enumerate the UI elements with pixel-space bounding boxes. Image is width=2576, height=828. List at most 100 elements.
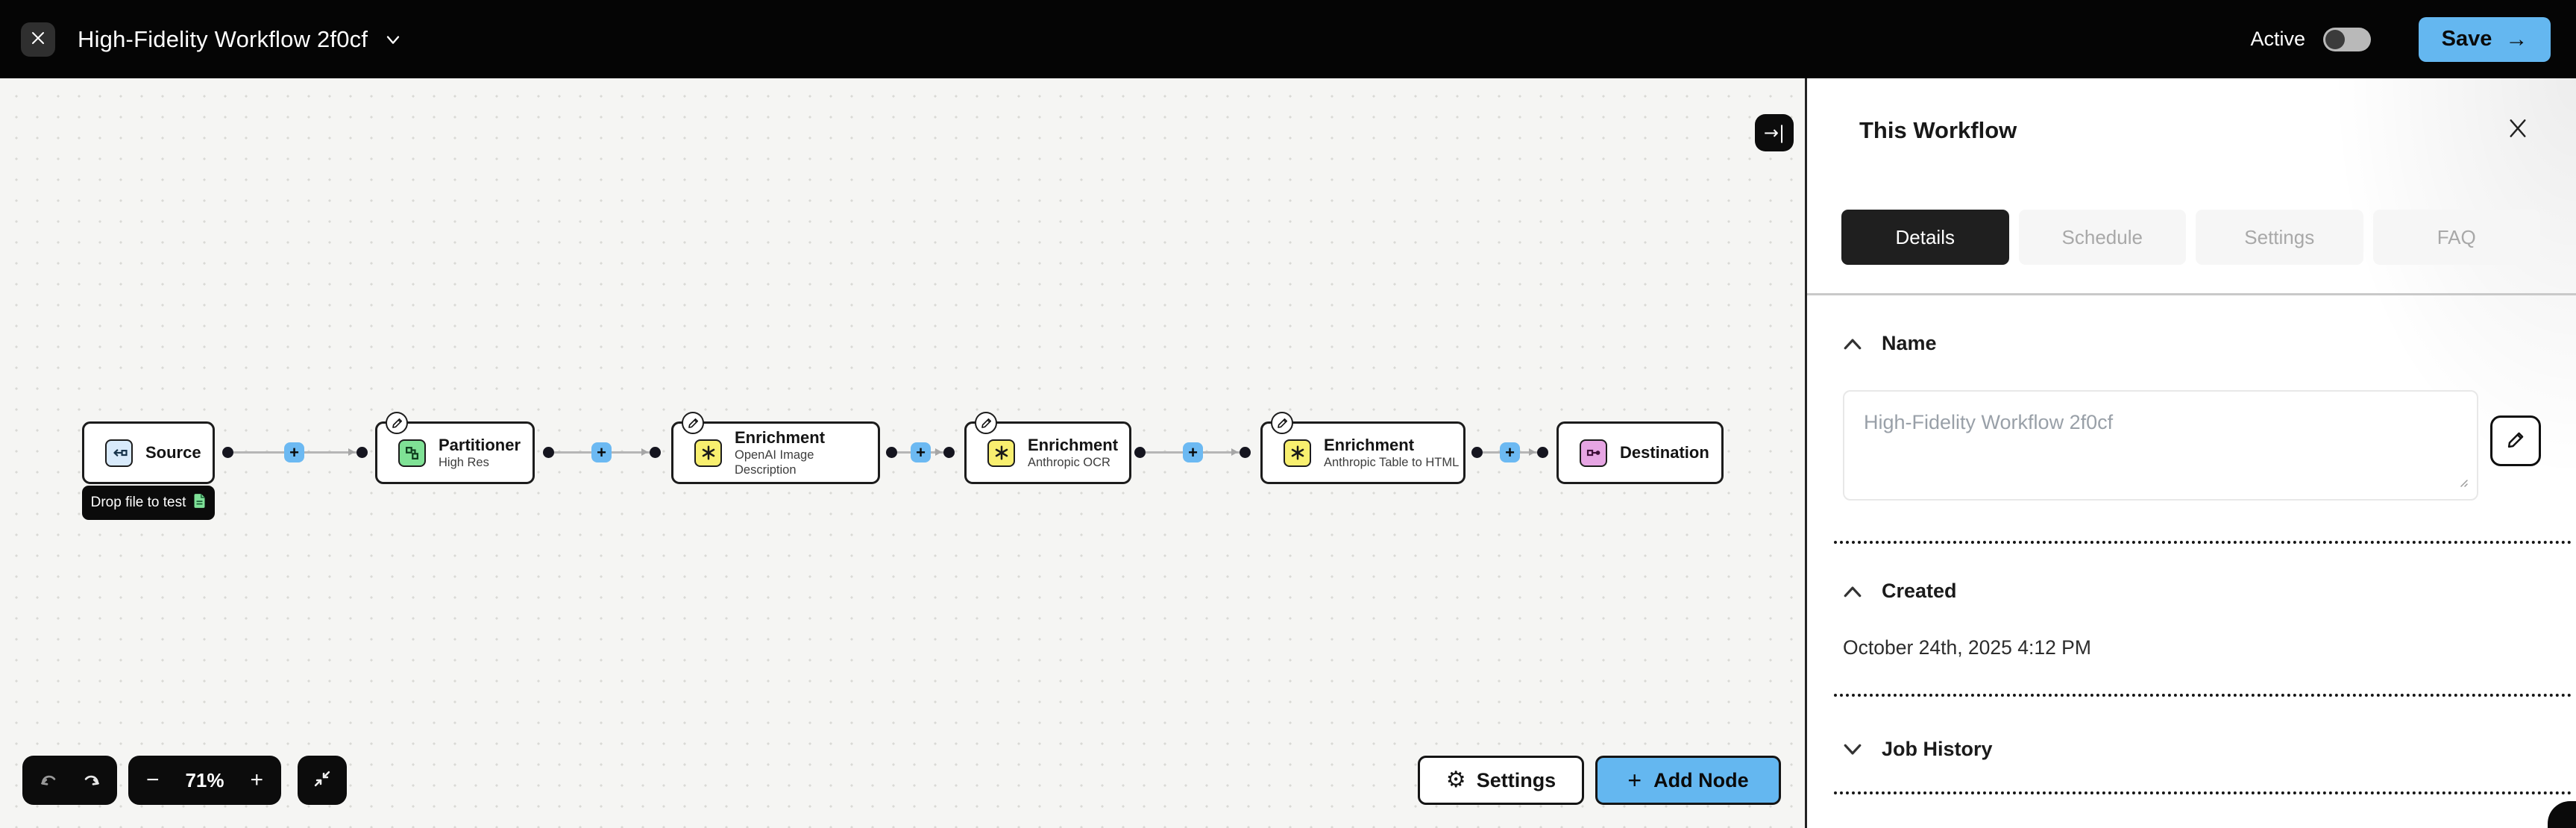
node-partitioner[interactable]: Partitioner High Res bbox=[375, 412, 535, 484]
plus-icon: + bbox=[1627, 767, 1642, 794]
output-port[interactable] bbox=[222, 447, 233, 458]
workflow-title-chevron-down-icon[interactable] bbox=[383, 29, 403, 50]
node-enrichment-anthropic-table-to-html[interactable]: Enrichment Anthropic Table to HTML bbox=[1260, 412, 1466, 484]
enrichment-asterisk-icon bbox=[1284, 439, 1311, 467]
tabs-divider bbox=[1807, 293, 2576, 295]
tab-settings[interactable]: Settings bbox=[2196, 210, 2363, 265]
tab-faq[interactable]: FAQ bbox=[2372, 210, 2540, 265]
edit-pencil-badge[interactable] bbox=[682, 412, 704, 434]
active-toggle[interactable] bbox=[2323, 27, 2371, 51]
zoom-in-button[interactable]: + bbox=[250, 768, 263, 792]
panel-close-button[interactable] bbox=[2503, 114, 2533, 144]
edit-pencil-badge[interactable] bbox=[386, 412, 408, 434]
drop-file-tooltip-label: Drop file to test bbox=[90, 495, 186, 510]
output-port[interactable] bbox=[543, 447, 554, 458]
output-port[interactable] bbox=[1471, 447, 1483, 458]
edge-arrowhead bbox=[1529, 448, 1536, 456]
collapse-panel-button[interactable]: →| bbox=[1755, 114, 1794, 151]
panel-title: This Workflow bbox=[1859, 117, 2017, 143]
node-title: Destination bbox=[1620, 443, 1709, 462]
tab-schedule[interactable]: Schedule bbox=[2018, 210, 2186, 265]
add-node-on-edge-button[interactable]: + bbox=[1183, 442, 1203, 462]
created-timestamp: October 24th, 2025 4:12 PM bbox=[1843, 636, 2091, 659]
edit-pencil-badge[interactable] bbox=[1271, 412, 1293, 434]
top-bar: High-Fidelity Workflow 2f0cf Active Save… bbox=[0, 0, 2576, 78]
collapse-right-icon: →| bbox=[1763, 122, 1785, 143]
name-section-header: Name bbox=[1843, 332, 1937, 355]
created-heading: Created bbox=[1882, 580, 1957, 602]
node-destination[interactable]: Destination bbox=[1556, 421, 1724, 484]
redo-icon bbox=[80, 769, 102, 792]
chevron-up-icon[interactable] bbox=[1843, 584, 1862, 599]
add-node-on-edge-button[interactable]: + bbox=[591, 442, 612, 462]
workflow-canvas[interactable]: →| Source Drop file to test bbox=[0, 78, 1805, 828]
node-text: Enrichment OpenAI Image Description bbox=[735, 428, 878, 477]
redo-button[interactable] bbox=[80, 769, 102, 792]
input-port[interactable] bbox=[356, 447, 368, 458]
undo-button[interactable] bbox=[38, 769, 60, 792]
chevron-up-icon[interactable] bbox=[1843, 336, 1862, 351]
pencil-icon bbox=[2505, 430, 2526, 453]
undo-icon bbox=[38, 769, 60, 792]
zoom-out-button[interactable]: − bbox=[146, 768, 160, 792]
edit-name-button[interactable] bbox=[2490, 415, 2541, 466]
active-label: Active bbox=[2250, 28, 2305, 50]
name-heading: Name bbox=[1882, 332, 1937, 354]
node-source[interactable]: Source bbox=[82, 421, 215, 484]
node-title: Source bbox=[145, 443, 201, 462]
node-subtitle: OpenAI Image Description bbox=[735, 448, 814, 477]
edit-pencil-badge[interactable] bbox=[975, 412, 997, 434]
gear-icon: ⚙ bbox=[1445, 767, 1466, 793]
node-subtitle: Anthropic OCR bbox=[1028, 456, 1110, 469]
this-workflow-panel: This Workflow Details Schedule Settings … bbox=[1805, 78, 2576, 828]
file-icon bbox=[193, 493, 206, 513]
save-button[interactable]: Save → bbox=[2419, 16, 2551, 62]
node-title: Enrichment bbox=[735, 428, 826, 447]
edge-partitioner-enrichment: + bbox=[543, 442, 661, 462]
output-port[interactable] bbox=[886, 447, 897, 458]
node-subtitle: High Res bbox=[439, 456, 489, 469]
tab-details[interactable]: Details bbox=[1841, 210, 2009, 265]
chevron-down-icon[interactable] bbox=[1843, 742, 1862, 757]
section-divider bbox=[1834, 791, 2572, 794]
input-port[interactable] bbox=[1537, 447, 1548, 458]
node-text: Partitioner High Res bbox=[439, 436, 521, 470]
node-title: Enrichment bbox=[1324, 436, 1415, 454]
close-workflow-button[interactable] bbox=[21, 22, 55, 57]
section-divider bbox=[1834, 694, 2572, 697]
node-title: Partitioner bbox=[439, 436, 521, 454]
panel-tabs: Details Schedule Settings FAQ bbox=[1841, 210, 2540, 265]
edge-arrowhead bbox=[348, 448, 355, 456]
canvas-settings-label: Settings bbox=[1476, 768, 1556, 791]
input-port[interactable] bbox=[650, 447, 661, 458]
node-title: Enrichment bbox=[1028, 436, 1119, 454]
enrichment-asterisk-icon bbox=[694, 439, 722, 467]
partitioner-icon bbox=[398, 439, 426, 467]
edge-enrichment2-enrichment3: + bbox=[1134, 442, 1251, 462]
workflow-name-input[interactable]: High-Fidelity Workflow 2f0cf bbox=[1843, 390, 2478, 501]
arrow-right-icon: → bbox=[2505, 26, 2528, 51]
add-node-on-edge-button[interactable]: + bbox=[284, 442, 304, 462]
edge-arrowhead bbox=[641, 448, 648, 456]
input-port[interactable] bbox=[1240, 447, 1251, 458]
add-node-label: Add Node bbox=[1653, 768, 1749, 791]
node-enrichment-anthropic-ocr[interactable]: Enrichment Anthropic OCR bbox=[964, 412, 1131, 484]
add-node-on-edge-button[interactable]: + bbox=[1500, 442, 1520, 462]
node-text: Enrichment Anthropic OCR bbox=[1028, 436, 1118, 470]
input-port[interactable] bbox=[943, 447, 955, 458]
zoom-level: 71% bbox=[185, 768, 224, 791]
close-icon bbox=[2506, 116, 2530, 142]
add-node-button[interactable]: + Add Node bbox=[1595, 756, 1781, 805]
node-text: Source bbox=[145, 443, 201, 462]
node-enrichment-openai-image-description[interactable]: Enrichment OpenAI Image Description bbox=[671, 412, 880, 484]
node-text: Destination bbox=[1620, 443, 1709, 462]
edge-arrowhead bbox=[1231, 448, 1238, 456]
drop-file-tooltip[interactable]: Drop file to test bbox=[82, 486, 215, 520]
output-port[interactable] bbox=[1134, 447, 1146, 458]
active-toggle-knob bbox=[2325, 29, 2345, 49]
canvas-settings-button[interactable]: ⚙ Settings bbox=[1418, 756, 1584, 805]
help-widget-corner[interactable] bbox=[2548, 801, 2576, 828]
add-node-on-edge-button[interactable]: + bbox=[911, 442, 931, 462]
undo-redo-toolbar bbox=[22, 756, 117, 805]
fit-view-button[interactable] bbox=[298, 756, 347, 805]
